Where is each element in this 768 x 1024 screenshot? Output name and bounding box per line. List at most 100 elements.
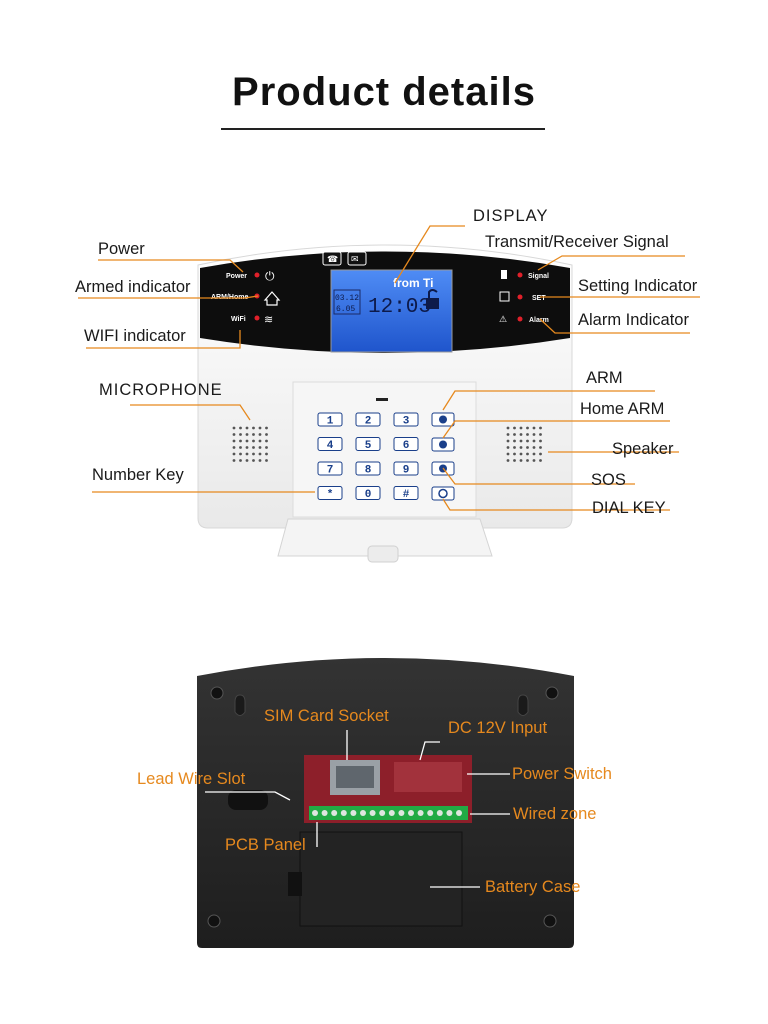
terminal-screw	[369, 810, 376, 816]
grille-hole	[532, 452, 536, 456]
keypad-key[interactable]	[393, 437, 419, 451]
grille-hole	[265, 452, 268, 456]
microphone-grille	[232, 426, 268, 462]
terminal-block	[309, 806, 468, 820]
grille-hole	[506, 459, 510, 462]
keypad-key[interactable]	[355, 437, 381, 451]
grille-hole	[239, 439, 242, 443]
grille-hole	[526, 426, 529, 430]
terminal-screw	[379, 810, 386, 816]
terminal-screw	[436, 810, 443, 816]
grille-hole	[519, 439, 523, 443]
display-label: DISPLAY	[473, 207, 549, 225]
grille-hole	[252, 439, 255, 443]
signal-led	[517, 272, 523, 278]
grille-hole	[232, 439, 236, 443]
keypad-key[interactable]	[317, 461, 343, 476]
grille-hole	[252, 446, 255, 449]
keypad-key[interactable]	[355, 461, 381, 476]
set-led	[517, 294, 523, 300]
keypad-key-label: 8	[365, 465, 372, 477]
set-icon	[499, 291, 510, 302]
terminal-screw	[456, 810, 462, 816]
grille-hole	[258, 426, 262, 430]
back-leader-lines	[205, 730, 510, 888]
wifi-icon: ≋	[264, 314, 273, 326]
grille-hole	[519, 446, 523, 449]
led-label-signal: Signal	[528, 273, 549, 280]
keypad-key[interactable]	[393, 412, 419, 427]
grille-hole	[265, 439, 268, 443]
battery-case	[299, 831, 463, 927]
grille-hole	[539, 446, 542, 449]
keypad-key[interactable]	[393, 461, 419, 476]
grille-hole	[232, 426, 236, 430]
keypad-key[interactable]	[317, 412, 343, 427]
grille-hole	[252, 426, 255, 430]
led-label-wifi: WiFi	[231, 316, 246, 323]
grille-hole	[245, 439, 249, 443]
grille-hole	[239, 426, 242, 430]
lcd-text: from Ti	[393, 276, 433, 290]
grille-hole	[539, 452, 542, 456]
grille-hole	[506, 433, 510, 436]
power-led	[254, 272, 260, 278]
terminal-screw	[408, 810, 414, 816]
keypad-key[interactable]	[317, 486, 343, 500]
title-underline	[221, 128, 545, 130]
terminal-screw	[331, 810, 338, 816]
terminal-screw	[427, 810, 434, 816]
arm-key-icon	[439, 415, 447, 424]
grille-hole	[526, 439, 529, 443]
terminal-screw	[388, 810, 395, 816]
keypad-key-label: #	[403, 489, 410, 501]
keypad-key-label: 6	[403, 440, 410, 452]
grille-hole	[526, 452, 529, 456]
lcd-time: 12:03	[368, 296, 431, 319]
keypad-key-label: 9	[403, 465, 410, 477]
lead-wire-slot	[228, 790, 268, 810]
grille-hole	[506, 426, 510, 430]
grille-hole	[258, 446, 262, 449]
grille-hole	[519, 452, 523, 456]
dc-input-label: DC 12V Input	[448, 719, 548, 737]
terminal-screw	[321, 810, 328, 816]
grille-hole	[513, 439, 516, 443]
grille-hole	[519, 426, 523, 430]
grille-hole	[526, 446, 529, 449]
grille-hole	[258, 452, 262, 456]
keypad-key[interactable]	[317, 437, 343, 451]
grille-hole	[526, 433, 529, 436]
number-key-label: Number Key	[92, 466, 184, 484]
terminal-screw	[446, 810, 453, 816]
grille-hole	[506, 452, 510, 456]
pcb-panel-label: PCB Panel	[225, 836, 306, 854]
grille-hole	[539, 426, 542, 430]
keypad-key[interactable]	[393, 486, 419, 500]
home-arm-label: Home ARM	[580, 400, 665, 418]
grille-hole	[232, 452, 236, 456]
flip-cover	[277, 518, 493, 557]
terminal-screw	[398, 810, 405, 816]
mail-icon	[347, 251, 367, 266]
keypad-key[interactable]	[355, 412, 381, 427]
keypad-key[interactable]	[355, 486, 381, 500]
keypad-key-label: 3	[403, 416, 410, 428]
grille-hole	[232, 459, 236, 462]
grille-hole	[245, 426, 249, 430]
wired-zone-label: Wired zone	[513, 805, 597, 823]
battery-case-label: Battery Case	[485, 878, 581, 896]
grille-hole	[539, 459, 542, 462]
grille-hole	[239, 459, 242, 462]
grille-hole	[532, 439, 536, 443]
grille-hole	[513, 426, 516, 430]
sim-card-socket-label: SIM Card Socket	[264, 707, 389, 725]
grille-hole	[532, 446, 536, 449]
grille-hole	[506, 446, 510, 449]
terminal-screw	[340, 810, 347, 816]
grille-hole	[513, 452, 516, 456]
grille-hole	[245, 446, 249, 449]
transmit-receiver-label: Transmit/Receiver Signal	[485, 233, 669, 251]
lcd-date-top: 03.12	[335, 294, 359, 303]
